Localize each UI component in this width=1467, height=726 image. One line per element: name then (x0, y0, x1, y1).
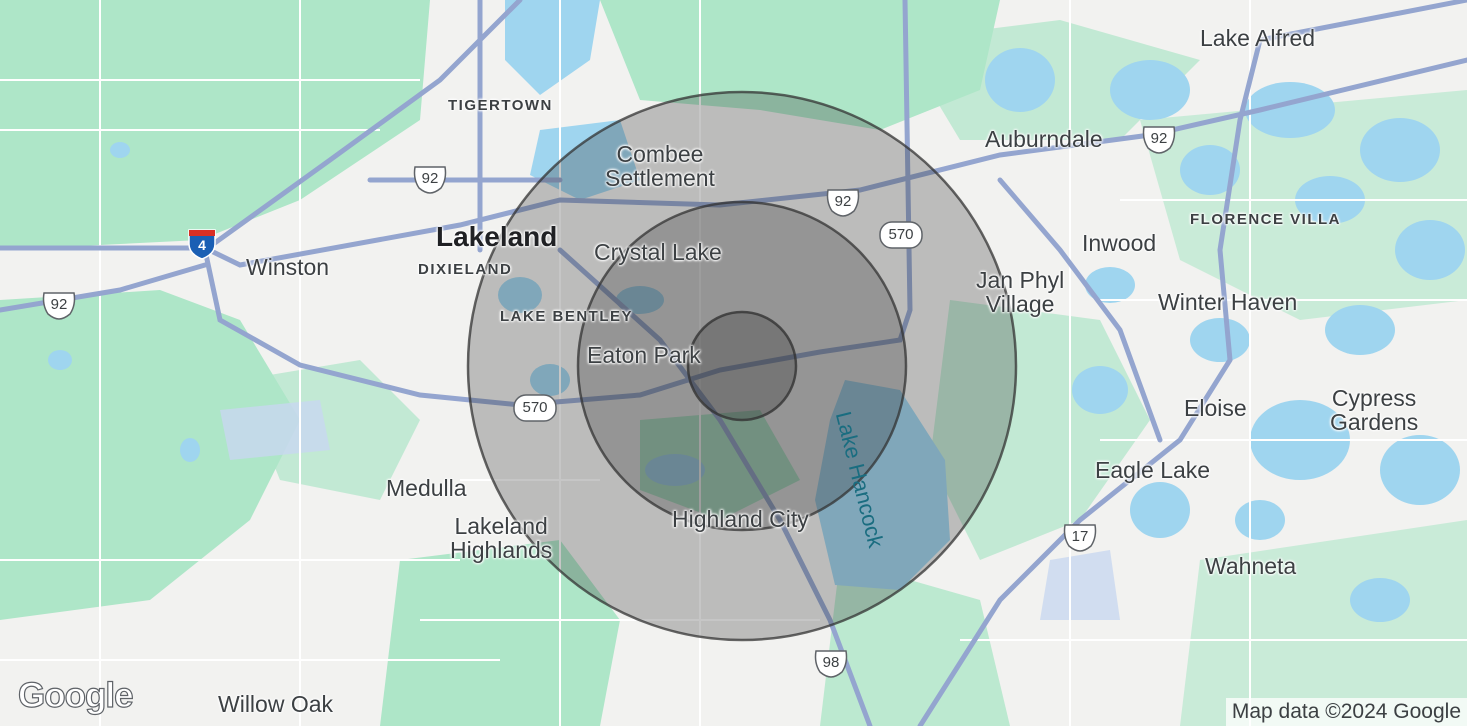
outer-ring[interactable] (466, 90, 1018, 642)
label-wahneta: Wahneta (1205, 553, 1297, 579)
label-cypress-gardens: Cypress Gardens (1330, 385, 1419, 436)
label-auburndale: Auburndale (985, 126, 1103, 152)
label-willow-oak: Willow Oak (218, 691, 334, 717)
us-route-92-shield: 92 (40, 290, 78, 320)
state-road-570-shield: 570 (878, 220, 924, 250)
google-logo[interactable]: Google (17, 675, 134, 715)
label-inwood: Inwood (1082, 230, 1157, 256)
label-tigertown: TIGERTOWN (448, 97, 553, 114)
label-dixieland: DIXIELAND (418, 261, 513, 278)
inner-ring[interactable] (686, 310, 798, 422)
map-attribution[interactable]: Map data ©2024 Google (1225, 698, 1467, 726)
us-route-98-shield: 98 (812, 648, 850, 678)
interstate-4-shield: 4 (187, 228, 217, 260)
label-combee-settlement: Combee Settlement (605, 141, 715, 192)
label-lake-alfred: Lake Alfred (1200, 25, 1316, 51)
label-eloise: Eloise (1184, 395, 1247, 421)
label-crystal-lake: Crystal Lake (594, 239, 722, 265)
label-winter-haven: Winter Haven (1158, 289, 1298, 315)
label-lakeland-highlands: Lakeland Highlands (450, 513, 553, 564)
label-eagle-lake: Eagle Lake (1095, 457, 1211, 483)
label-eaton-park: Eaton Park (587, 342, 701, 368)
state-road-570-shield: 570 (512, 393, 558, 423)
label-medulla: Medulla (386, 475, 467, 501)
label-lake-bentley: LAKE BENTLEY (500, 308, 634, 325)
us-route-92-shield: 92 (1140, 124, 1178, 154)
us-route-17-shield: 17 (1061, 522, 1099, 552)
us-route-92-shield: 92 (824, 187, 862, 217)
label-florence-villa: FLORENCE VILLA (1190, 211, 1341, 228)
label-jan-phyl-village: Jan Phyl Village (976, 267, 1065, 318)
label-winston: Winston (246, 254, 330, 280)
label-lakeland: Lakeland (436, 221, 558, 252)
middle-ring[interactable] (576, 200, 908, 532)
label-highland-city: Highland City (672, 506, 809, 532)
us-route-92-shield: 92 (411, 164, 449, 194)
